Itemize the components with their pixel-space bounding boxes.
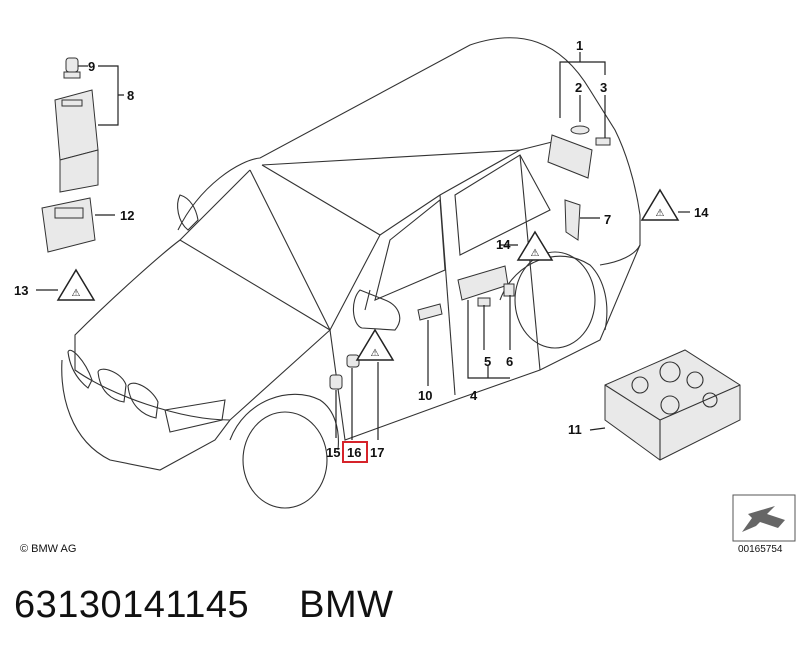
lens-part-2 bbox=[570, 125, 590, 135]
part-number: 63130141145 bbox=[14, 584, 250, 626]
callout-3: 3 bbox=[600, 80, 607, 95]
svg-text:⚠: ⚠ bbox=[656, 208, 665, 219]
car-outline bbox=[61, 37, 641, 509]
lamp-part-7 bbox=[564, 199, 581, 241]
callout-labels: 9 8 12 13 1 2 3 7 14 14 5 6 4 10 11 15 1… bbox=[14, 38, 709, 463]
callout-15: 15 bbox=[326, 445, 340, 460]
brand-name: BMW bbox=[299, 584, 394, 626]
svg-text:⚠: ⚠ bbox=[371, 348, 380, 359]
bulb-part-5 bbox=[477, 297, 491, 307]
kit-box-part-11 bbox=[604, 349, 741, 461]
connector-part-10 bbox=[417, 303, 443, 321]
callout-2: 2 bbox=[575, 80, 582, 95]
callout-5: 5 bbox=[484, 354, 491, 369]
callout-13: 13 bbox=[14, 283, 28, 298]
part-15 bbox=[329, 374, 343, 390]
callout-6: 6 bbox=[506, 354, 513, 369]
part-16 bbox=[346, 354, 360, 368]
switch-part-12 bbox=[41, 197, 96, 253]
highlight-box bbox=[342, 441, 368, 463]
warning-triangle-icon-14-right: ⚠ bbox=[640, 188, 680, 221]
light-housing-part-8 bbox=[54, 89, 99, 193]
svg-text:⚠: ⚠ bbox=[531, 248, 540, 259]
bulb-part-6 bbox=[503, 283, 515, 297]
callout-1: 1 bbox=[576, 38, 583, 53]
callout-8: 8 bbox=[127, 88, 134, 103]
parts-diagram: ⚠ ⚠ ⚠ ⚠ bbox=[14, 37, 796, 555]
copyright-text: © BMW AG bbox=[20, 543, 76, 555]
callout-12: 12 bbox=[120, 208, 134, 223]
bulb-part-3 bbox=[595, 137, 611, 146]
bulb-part-9 bbox=[63, 57, 81, 79]
drawing-arrow-icon bbox=[732, 494, 796, 542]
lamp-part-4 bbox=[457, 265, 509, 301]
callout-14-door: 14 bbox=[496, 237, 511, 252]
callout-16: 16 bbox=[347, 445, 361, 460]
callout-14-right: 14 bbox=[694, 205, 709, 220]
callout-9: 9 bbox=[88, 59, 95, 74]
callout-17: 17 bbox=[370, 445, 384, 460]
warning-triangle-icon-13: ⚠ bbox=[56, 268, 96, 301]
drawing-number: 00165754 bbox=[738, 544, 783, 555]
part-number-footer: 63130141145 BMW bbox=[14, 584, 394, 627]
callout-11: 11 bbox=[568, 422, 582, 437]
callout-4: 4 bbox=[470, 388, 478, 403]
leader-lines bbox=[36, 52, 690, 440]
warning-triangle-icon-14-door: ⚠ bbox=[516, 230, 554, 261]
callout-10: 10 bbox=[418, 388, 432, 403]
lamp-part-1 bbox=[547, 134, 593, 179]
callout-7: 7 bbox=[604, 212, 611, 227]
svg-text:⚠: ⚠ bbox=[72, 288, 81, 299]
warning-triangle-icon-17: ⚠ bbox=[355, 328, 395, 361]
